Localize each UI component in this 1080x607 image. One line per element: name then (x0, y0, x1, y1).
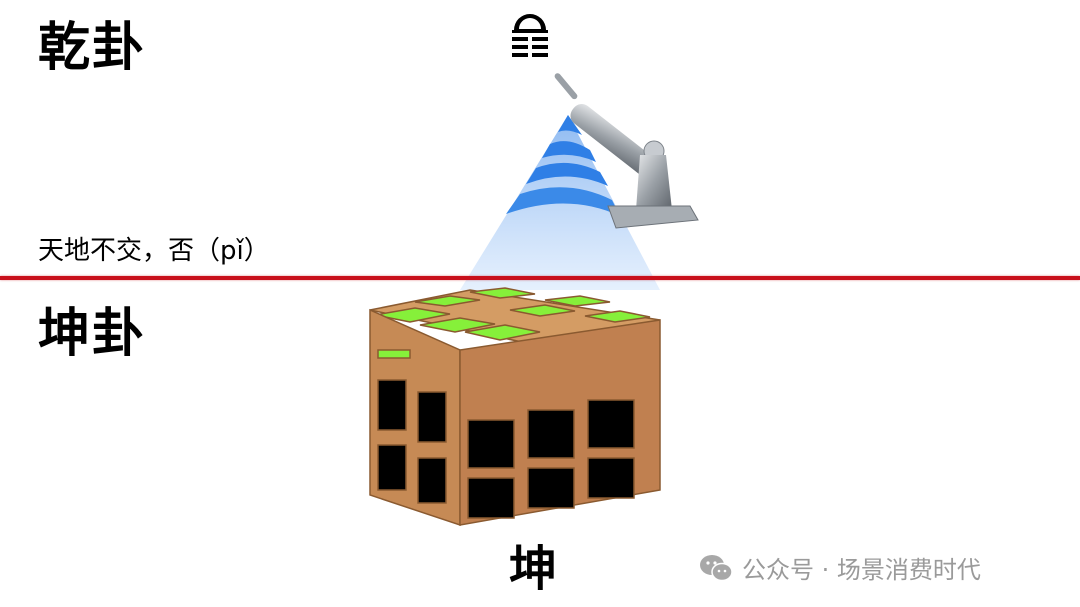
barcode-scanner-icon (460, 73, 699, 290)
box-cube-icon (369, 287, 661, 527)
kun-label: 坤卦 (38, 304, 147, 364)
divider-line (0, 276, 1080, 280)
qian-label: 乾卦 (38, 18, 147, 78)
pi-caption: 天地不交，否（pǐ） (38, 236, 270, 266)
watermark-text: 公众号 · 场景消费时代 (742, 556, 981, 584)
qian-trigram-icon (512, 14, 548, 57)
wechat-icon (700, 554, 733, 581)
watermark: 公众号 · 场景消费时代 (698, 550, 981, 585)
kun-glyph: 坤 (509, 541, 558, 597)
